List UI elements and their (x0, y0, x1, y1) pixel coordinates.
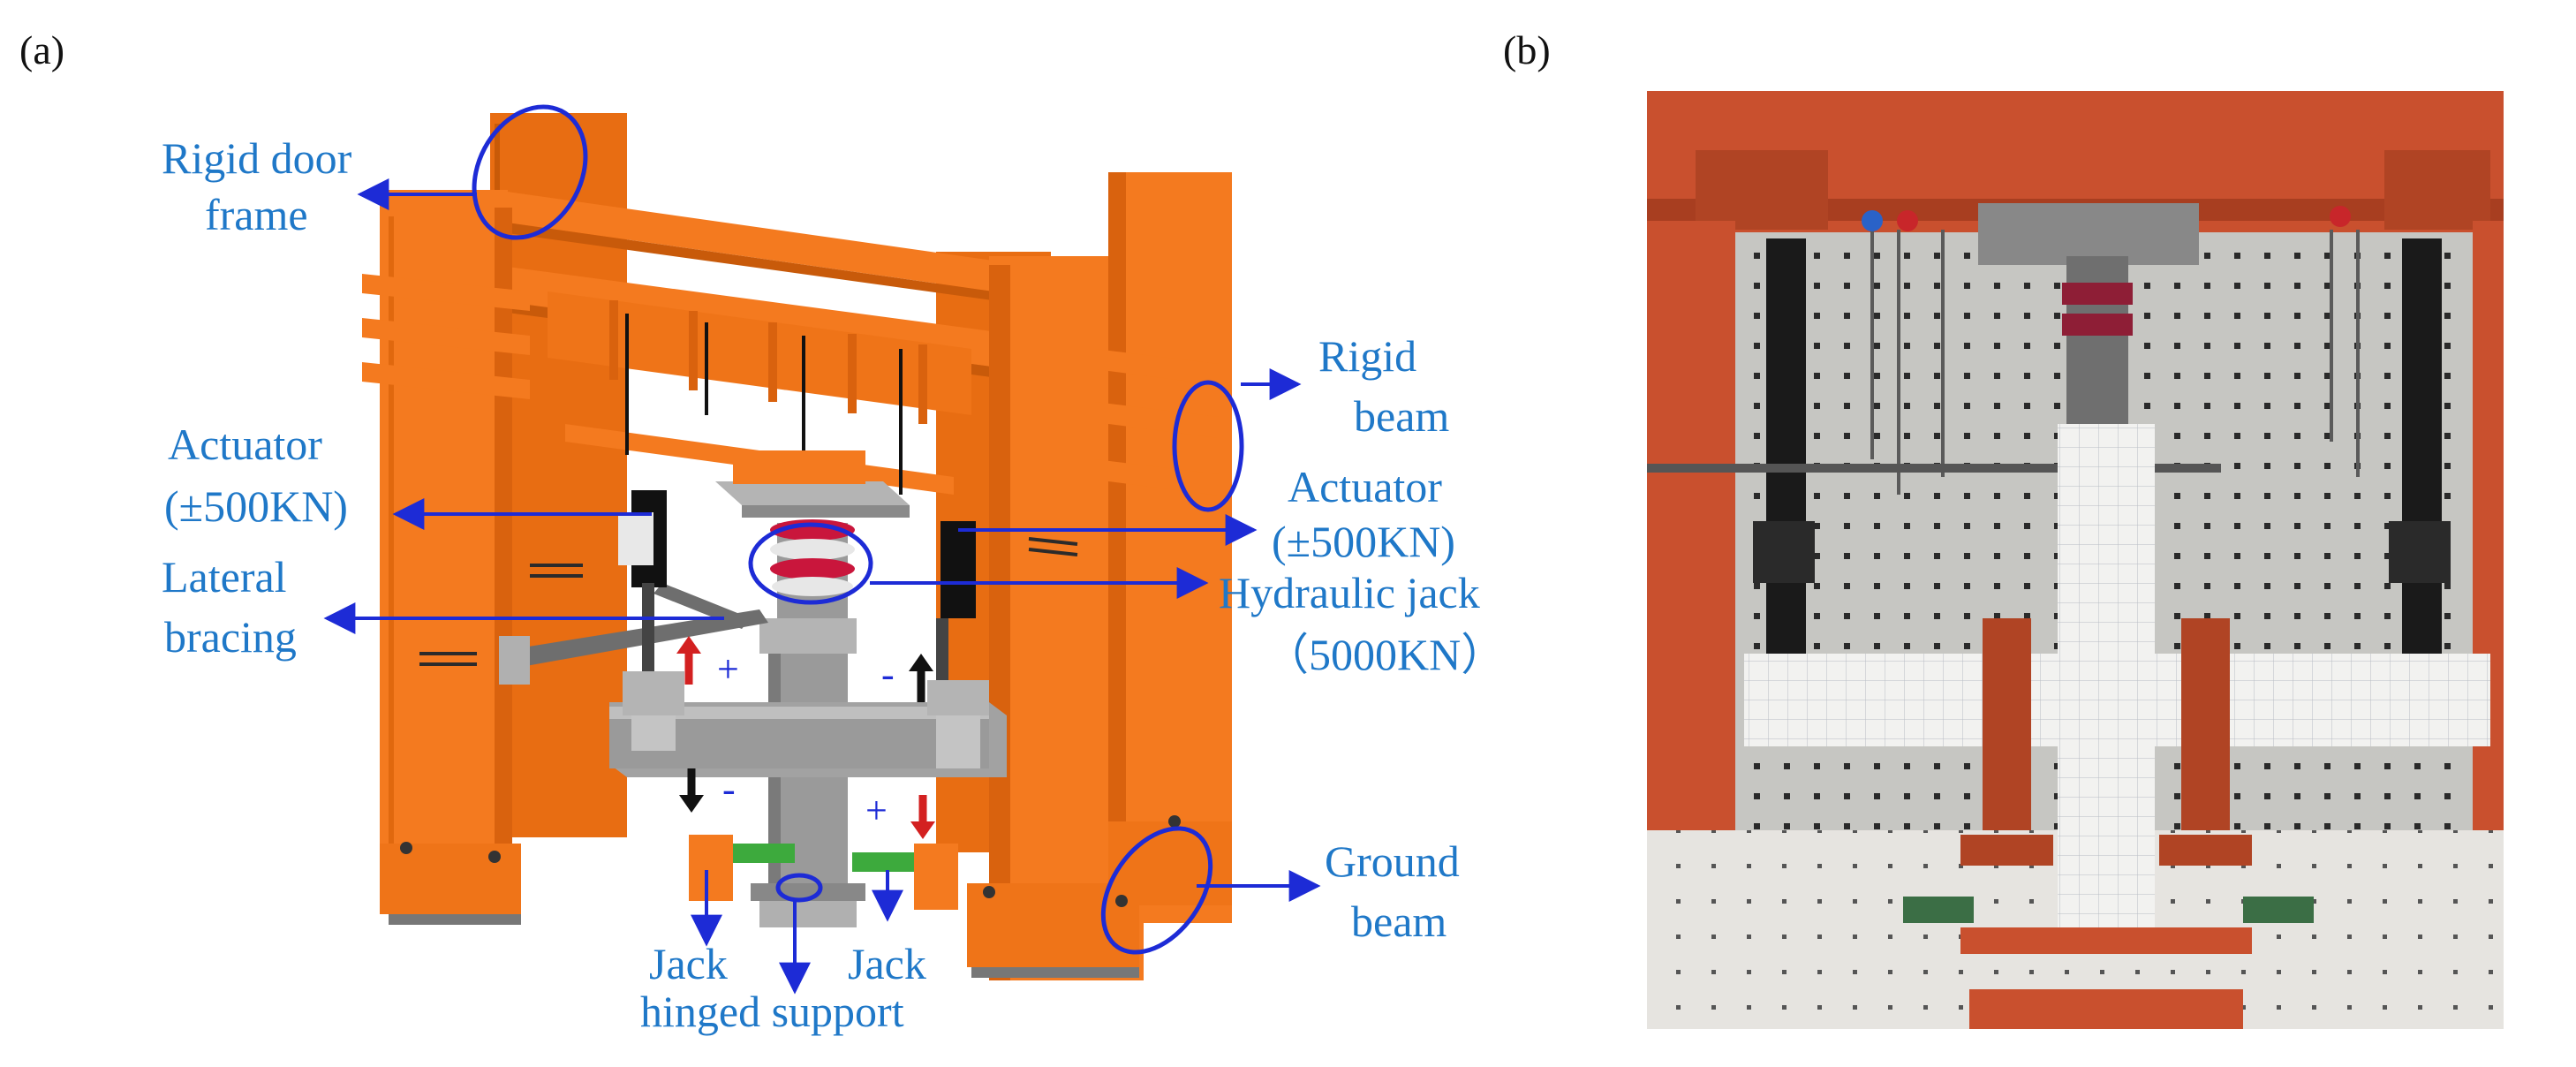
hydraulic-jack-highlight (748, 522, 873, 605)
load-direction-arrows (676, 636, 935, 839)
lower-jacks (689, 835, 958, 910)
top-rigid-beam (495, 190, 1024, 296)
label-rigid-beam-2: beam (1354, 391, 1449, 441)
rigid-beam-highlight (1172, 380, 1244, 512)
panel-a-tag: (a) (19, 27, 64, 72)
photo-specimen-beam (1744, 654, 2490, 746)
label-lateral-bracing-2: bracing (164, 612, 297, 662)
label-rigid-door-frame-2: frame (205, 190, 308, 239)
label-actuator-right-1: Actuator (1288, 462, 1442, 511)
label-hydraulic-jack-1: Hydraulic jack (1219, 568, 1480, 617)
label-actuator-left-2: (±500KN) (164, 481, 348, 531)
plus-sign-top: + (717, 647, 739, 691)
door-frame-highlight (472, 104, 588, 240)
label-actuator-right-2: (±500KN) (1272, 517, 1455, 566)
test-rig-drawing: + - - + (362, 113, 1232, 980)
ground-beam-highlight (1100, 826, 1213, 955)
panel-b-tag: (b) (1503, 27, 1551, 72)
minus-sign-bottom: - (722, 768, 736, 811)
label-ground-beam-2: beam (1351, 897, 1447, 946)
plus-sign-bottom: + (865, 789, 888, 832)
hinged-support-marker (775, 873, 823, 903)
label-jack-right: Jack (848, 939, 926, 988)
leader-lines (323, 178, 1321, 995)
test-photo (1647, 91, 2504, 1029)
label-rigid-beam-1: Rigid (1318, 331, 1416, 381)
label-rigid-door-frame-1: Rigid door (162, 133, 352, 183)
label-lateral-bracing-1: Lateral (162, 552, 287, 602)
left-actuator (618, 490, 684, 751)
label-jack-hinged-support: hinged support (640, 987, 904, 1036)
label-ground-beam-1: Ground (1325, 836, 1460, 886)
front-left-column (380, 190, 508, 914)
loading-plate (715, 481, 910, 505)
lateral-bracing (512, 609, 768, 667)
label-jack-left: Jack (649, 939, 728, 988)
label-actuator-left-1: Actuator (168, 420, 322, 469)
right-actuator (927, 521, 989, 768)
minus-sign-top: - (881, 653, 895, 696)
label-hydraulic-jack-2: （5000KN） (1265, 630, 1505, 679)
